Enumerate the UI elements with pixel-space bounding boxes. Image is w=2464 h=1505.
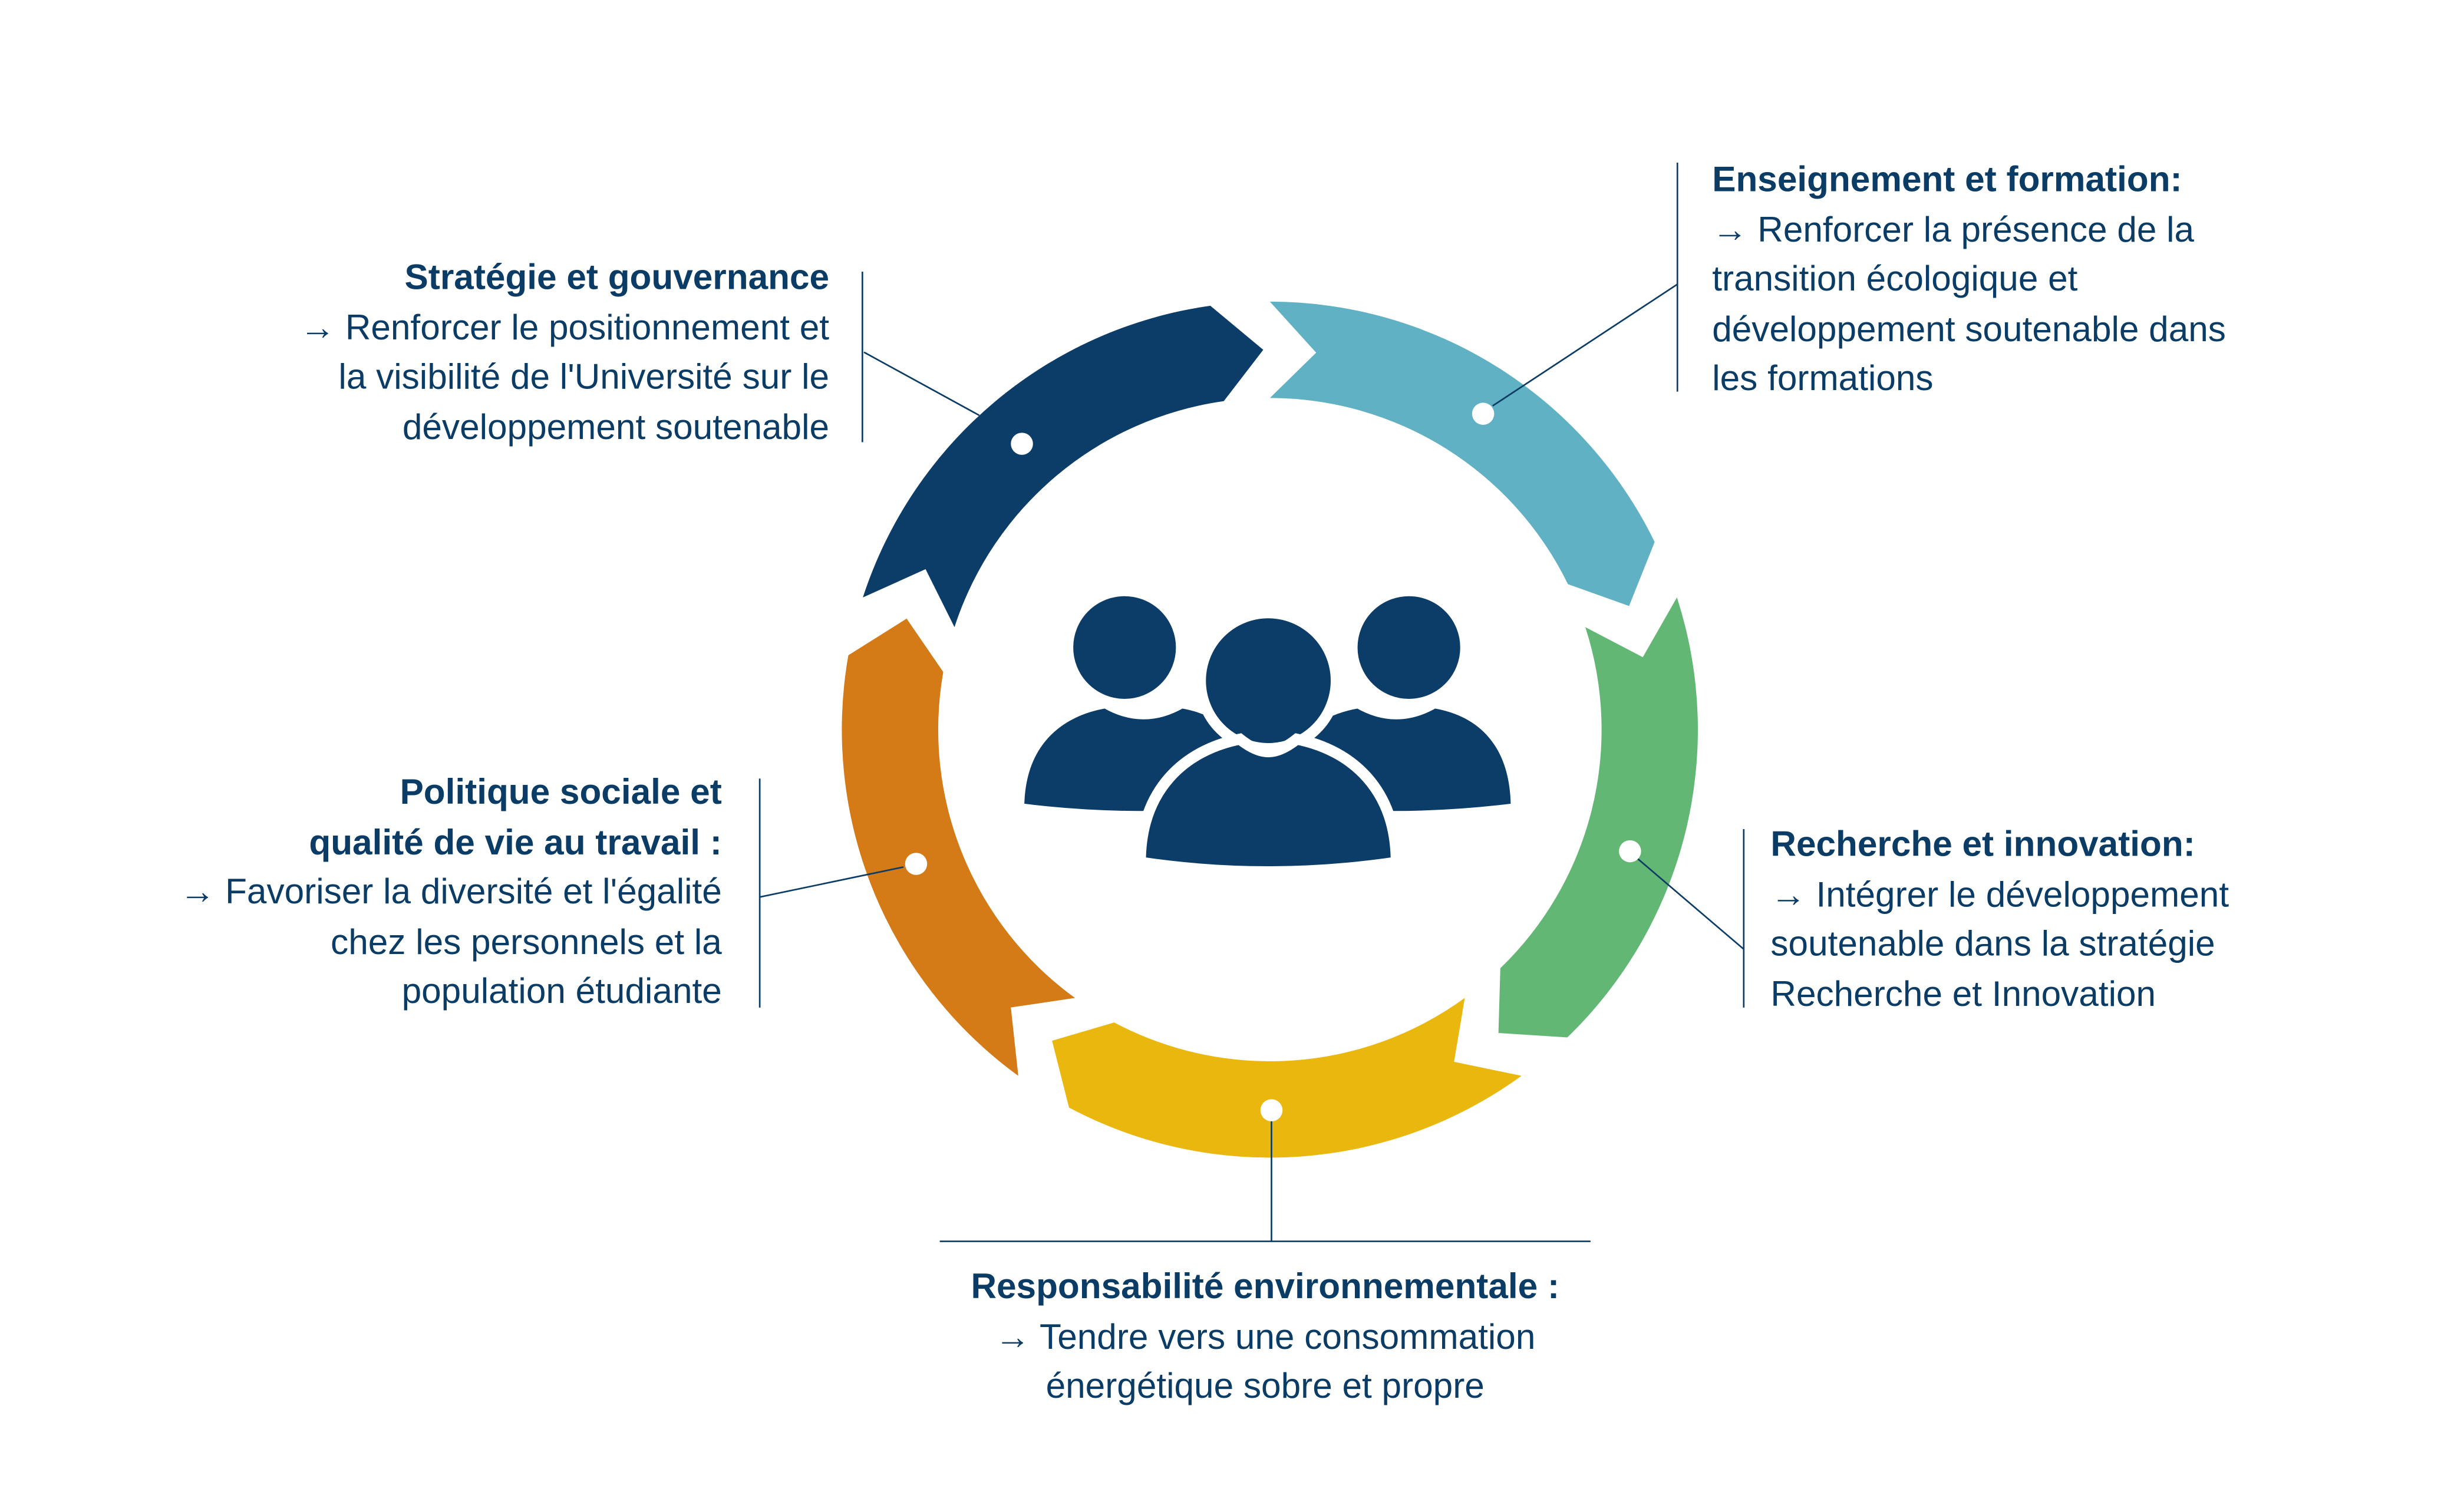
title-enseignement: Enseignement et formation:: [1712, 159, 2182, 199]
text-line: développement soutenable: [402, 407, 830, 447]
title-responsabilite: Responsabilité environnementale :: [971, 1266, 1560, 1306]
block-responsabilite: Responsabilité environnementale : → Tend…: [885, 1262, 1646, 1411]
leader-line-enseignement: [1492, 283, 1678, 407]
text-line: → Intégrer le développement: [1770, 874, 2229, 914]
text-line: Recherche et Innovation: [1770, 973, 2156, 1014]
block-enseignement: Enseignement et formation: → Renforcer l…: [1712, 155, 2226, 404]
text-line: chez les personnels et la: [331, 921, 722, 961]
text-line: → Tendre vers une consommation: [995, 1316, 1536, 1356]
ring-segment-politique: [842, 618, 1076, 1076]
title-strategie: Stratégie et gouvernance: [404, 257, 830, 297]
text-line: population étudiante: [401, 971, 722, 1011]
dot-responsabilite: [1260, 1099, 1283, 1121]
text-line: soutenable dans la stratégie: [1770, 923, 2215, 963]
ring-segment-enseignement: [1269, 301, 1655, 606]
segment-dots: [905, 402, 1641, 1121]
ring-segment-recherche: [1498, 597, 1698, 1038]
title-politique: Politique sociale et: [400, 772, 722, 812]
block-recherche: Recherche et innovation: → Intégrer le d…: [1770, 820, 2229, 1019]
block-politique: Politique sociale et qualité de vie au t…: [180, 768, 722, 1016]
people-group-icon: [1013, 585, 1522, 877]
leader-lines: [758, 163, 1745, 1242]
dot-strategie: [1011, 433, 1033, 455]
block-strategie: Stratégie et gouvernance → Renforcer le …: [300, 253, 829, 452]
title-politique-2: qualité de vie au travail :: [309, 821, 722, 862]
text-line: développement soutenable dans: [1712, 308, 2226, 348]
leader-line-recherche: [1635, 857, 1744, 950]
ring-segment-strategie: [863, 305, 1264, 628]
text-line: → Renforcer le positionnement et: [299, 307, 830, 347]
dot-recherche: [1619, 840, 1641, 863]
text-line: les formations: [1712, 358, 1934, 398]
dot-enseignement: [1472, 402, 1495, 425]
leader-line-strategie: [863, 351, 980, 417]
leader-line-politique: [759, 866, 904, 898]
text-line: énergétique sobre et propre: [1045, 1366, 1485, 1406]
dot-politique: [905, 853, 928, 875]
text-line: transition écologique et: [1712, 259, 2078, 299]
ring-segment-responsabilite: [1052, 998, 1522, 1158]
text-line: → Renforcer la présence de la: [1712, 209, 2195, 249]
text-line: la visibilité de l'Université sur le: [338, 357, 830, 397]
title-recherche: Recherche et innovation:: [1770, 824, 2195, 864]
text-line: → Favoriser la diversité et l'égalité: [180, 872, 722, 912]
